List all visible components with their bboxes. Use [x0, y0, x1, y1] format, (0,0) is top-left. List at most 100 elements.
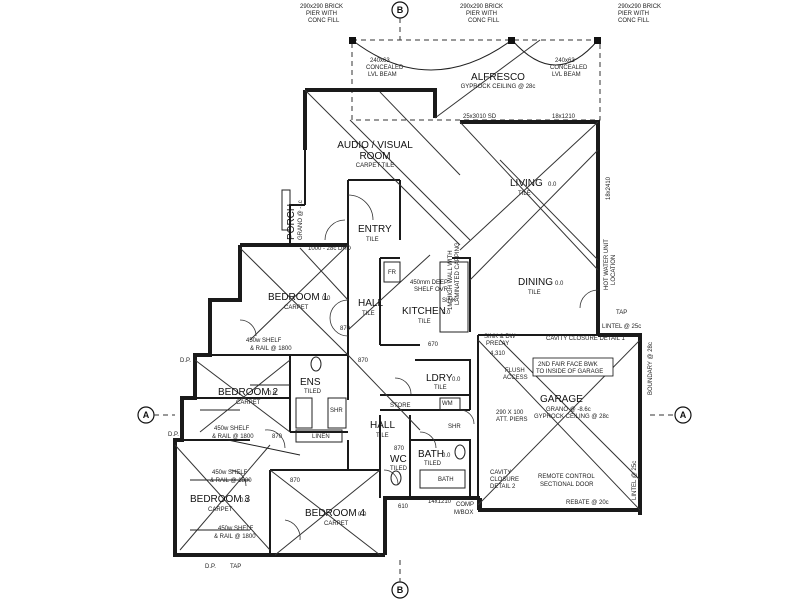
room-garage: GARAGE GRANO @ -8.6c GYPROCK CEILING @ 2… [534, 394, 609, 420]
pier-marker [594, 37, 601, 44]
room-level: 0.0 [442, 453, 451, 459]
room-sub: GRANO @ -8.6c [546, 407, 591, 413]
room-bedroom-3: BEDROOM 3 0.0 CARPET [190, 494, 250, 513]
note-line: CONCEALED [550, 65, 588, 71]
room-level: 0.0 [268, 391, 277, 397]
dimension-870: 870 [358, 358, 369, 364]
note-line: LVL BEAM [552, 72, 581, 78]
note-fridge: FR [388, 270, 397, 276]
dimension-670: 670 [428, 342, 439, 348]
room-ldry: LDRY 0.0 TILE [426, 373, 461, 391]
dimension-870: 870 [272, 434, 283, 440]
note-line: HOT WATER UNIT [604, 239, 610, 290]
section-marker-b-bottom: B [391, 581, 409, 599]
section-label: A [143, 410, 150, 420]
room-shr: SHR [330, 408, 343, 414]
room-linen: LINEN [312, 434, 330, 440]
note-line: DETAIL 2 [490, 484, 516, 490]
note-cavity-closure-1: CAVITY CLOSURE DETAIL 1 [546, 336, 625, 342]
note-cavity-closure-2: CAVITY CLOSURE DETAIL 2 [490, 470, 519, 490]
room-sub-2: GYPROCK CEILING @ 28c [534, 414, 609, 420]
note-kitchen-shelf: 450mm DEEP SHELF OVR [410, 280, 449, 293]
room-name: ENS [300, 377, 321, 388]
room-name: ALFRESCO [471, 72, 525, 83]
note-window: 18x1210 [552, 114, 576, 120]
room-hall-2: HALL TILE [370, 420, 395, 439]
door-swings [229, 194, 599, 541]
room-wm: WM [442, 401, 453, 407]
note-line: & RAIL @ 1800 [250, 346, 292, 352]
room-level: 0.0 [548, 182, 557, 188]
room-kitchen: KITCHEN 0.0 TILE [402, 306, 451, 325]
note-line: 290x290 BRICK [300, 4, 343, 10]
note-pier-left: 290x290 BRICK PIER WITH CONC FILL [300, 4, 343, 24]
room-name: WC [390, 454, 407, 465]
room-name: PORCH [286, 204, 297, 240]
room-name: ENTRY [358, 224, 392, 235]
note-pier-right: 290x290 BRICK PIER WITH CONC FILL [618, 4, 661, 24]
room-name: DINING [518, 277, 553, 288]
note-lvl-right: 240x63 CONCEALED LVL BEAM [550, 58, 588, 78]
room-bedroom-2: BEDROOM 2 0.0 CARPET [218, 387, 278, 406]
note-window-right: 18x2410 [606, 176, 612, 200]
room-sub: CARPET TILE [356, 163, 394, 169]
note-rebate: REBATE @ 20c [566, 500, 609, 506]
room-name-line2: ROOM [359, 151, 390, 162]
note-front-door: 1000 - 28c DHD [308, 246, 352, 252]
note-remote-door: REMOTE CONTROL SECTIONAL DOOR [538, 474, 595, 488]
note-window-bottom: 14x1210 [428, 499, 452, 505]
note-line: PIER WITH [306, 11, 337, 17]
note-line: 450w SHELF [246, 338, 282, 344]
note-line: 450w SHELF [212, 470, 248, 476]
note-line: COMP [456, 502, 474, 508]
room-sub: TILE [418, 319, 431, 325]
note-line: SHELF OVR [414, 287, 449, 293]
note-line: & RAIL @ 1800 [214, 534, 256, 540]
room-bedroom-1: BEDROOM 1 0.0 CARPET [268, 292, 331, 311]
note-line: CAVITY [490, 470, 511, 476]
room-name: HALL [358, 298, 383, 309]
room-name: BEDROOM 1 [268, 292, 328, 303]
note-line: SECTIONAL DOOR [540, 482, 594, 488]
room-level: 0.0 [358, 512, 367, 518]
room-ens: ENS TILED [300, 377, 322, 395]
room-name: AUDIO / VISUAL [337, 140, 413, 151]
note-line: & RAIL @ 1800 [210, 478, 252, 484]
note-line: PRELAY [486, 341, 509, 347]
room-name: BEDROOM 4 [305, 508, 365, 519]
fixtures [190, 189, 469, 531]
room-sub: CARPET [208, 507, 233, 513]
note-line: CONC FILL [618, 18, 650, 24]
note-lvl-left: 240x63 CONCEALED LVL BEAM [366, 58, 404, 78]
room-name: BEDROOM 2 [218, 387, 278, 398]
room-sub: TILE [376, 433, 389, 439]
room-sub: TILE [362, 311, 375, 317]
note-line: 450w SHELF [214, 426, 250, 432]
room-sub: TILE [518, 191, 531, 197]
note-line: 450mm DEEP [410, 280, 448, 286]
room-level: 0.0 [322, 296, 331, 302]
room-level: 0.0 [555, 281, 564, 287]
note-shelf-b3a: 450w SHELF & RAIL @ 1800 [210, 470, 252, 484]
section-label: A [680, 410, 687, 420]
room-shr: SHR [448, 424, 461, 430]
note-line: 290x290 BRICK [460, 4, 503, 10]
room-sub: TILED [424, 461, 442, 467]
room-sub: CARPET [236, 400, 261, 406]
room-level: 0.0 [452, 377, 461, 383]
pier-marker [508, 37, 515, 44]
room-sub: GYPROCK CEILING @ 28c [461, 84, 536, 90]
bathtub-label: BATH [438, 477, 454, 483]
note-shelf-b2: 450w SHELF & RAIL @ 1800 [212, 426, 254, 440]
room-sub: TILE [366, 237, 379, 243]
section-marker-a-left: A [137, 406, 155, 424]
room-sub: TILED [390, 466, 408, 472]
diagonal-guides [174, 39, 641, 556]
section-marker-a-right: A [674, 406, 692, 424]
room-sub: GRANO @ -1c [298, 200, 304, 240]
room-name: LIVING [510, 178, 543, 189]
room-porch: PORCH GRANO @ -1c [286, 200, 304, 240]
dimension-610: 610 [398, 504, 409, 510]
note-line: 2ND FAIR FACE BWK [538, 362, 598, 368]
